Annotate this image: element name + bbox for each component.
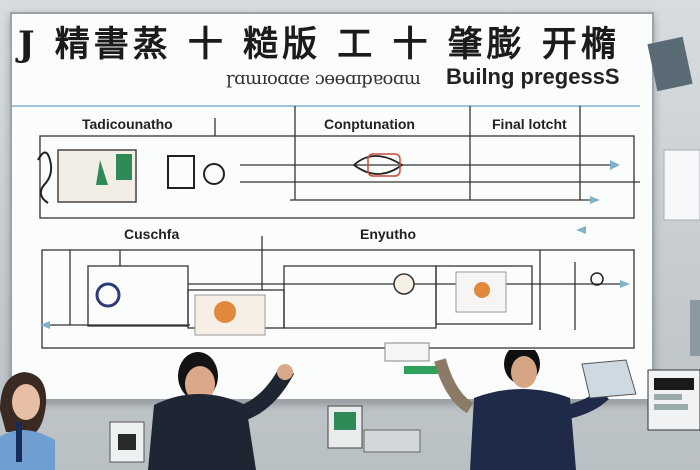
arrow-icon [620, 280, 630, 288]
board-subtitle-script: ɼɑɯɪoɑɑe ɔɵɵɑɪpɐoɑɯ [226, 68, 421, 89]
stage-label-top-middle: Conptunation [324, 116, 415, 132]
bottom-flow-frame [41, 249, 635, 349]
whiteboard [10, 12, 654, 401]
stage-box [283, 265, 437, 329]
stage-label-top-left: Tadicounatho [82, 116, 173, 132]
laptop-device [581, 359, 700, 431]
stage-label-mid-middle: Enyutho [360, 226, 416, 242]
floating-paper [690, 300, 700, 356]
sketch-cluster-left [37, 149, 225, 204]
arrow-icon [610, 160, 620, 170]
sketch-concept [352, 153, 404, 177]
top-flow-frame [39, 135, 635, 219]
team-members [0, 350, 700, 470]
arrow-icon [590, 196, 600, 204]
arrow-icon [576, 226, 586, 234]
person-man-right [434, 350, 609, 470]
person-man-center [148, 352, 295, 470]
floating-card [404, 366, 440, 374]
floating-card [384, 342, 430, 362]
sketch-cluster-bottom [95, 271, 604, 336]
person-woman-left [0, 372, 55, 470]
arrow-icon [40, 321, 50, 329]
board-subtitle: Builng pregessS [446, 64, 620, 89]
stage-box [87, 265, 189, 327]
stage-label-top-right: Final lotcht [492, 116, 567, 132]
stage-box [435, 265, 533, 325]
stage-label-mid-left: Cuschfa [124, 226, 180, 242]
tablet-device [109, 405, 421, 463]
floating-note [647, 36, 693, 92]
board-title: J 精書蒸 十 糙版 工 十 肇膨 开橢 [18, 24, 620, 65]
floating-paper [663, 149, 700, 221]
